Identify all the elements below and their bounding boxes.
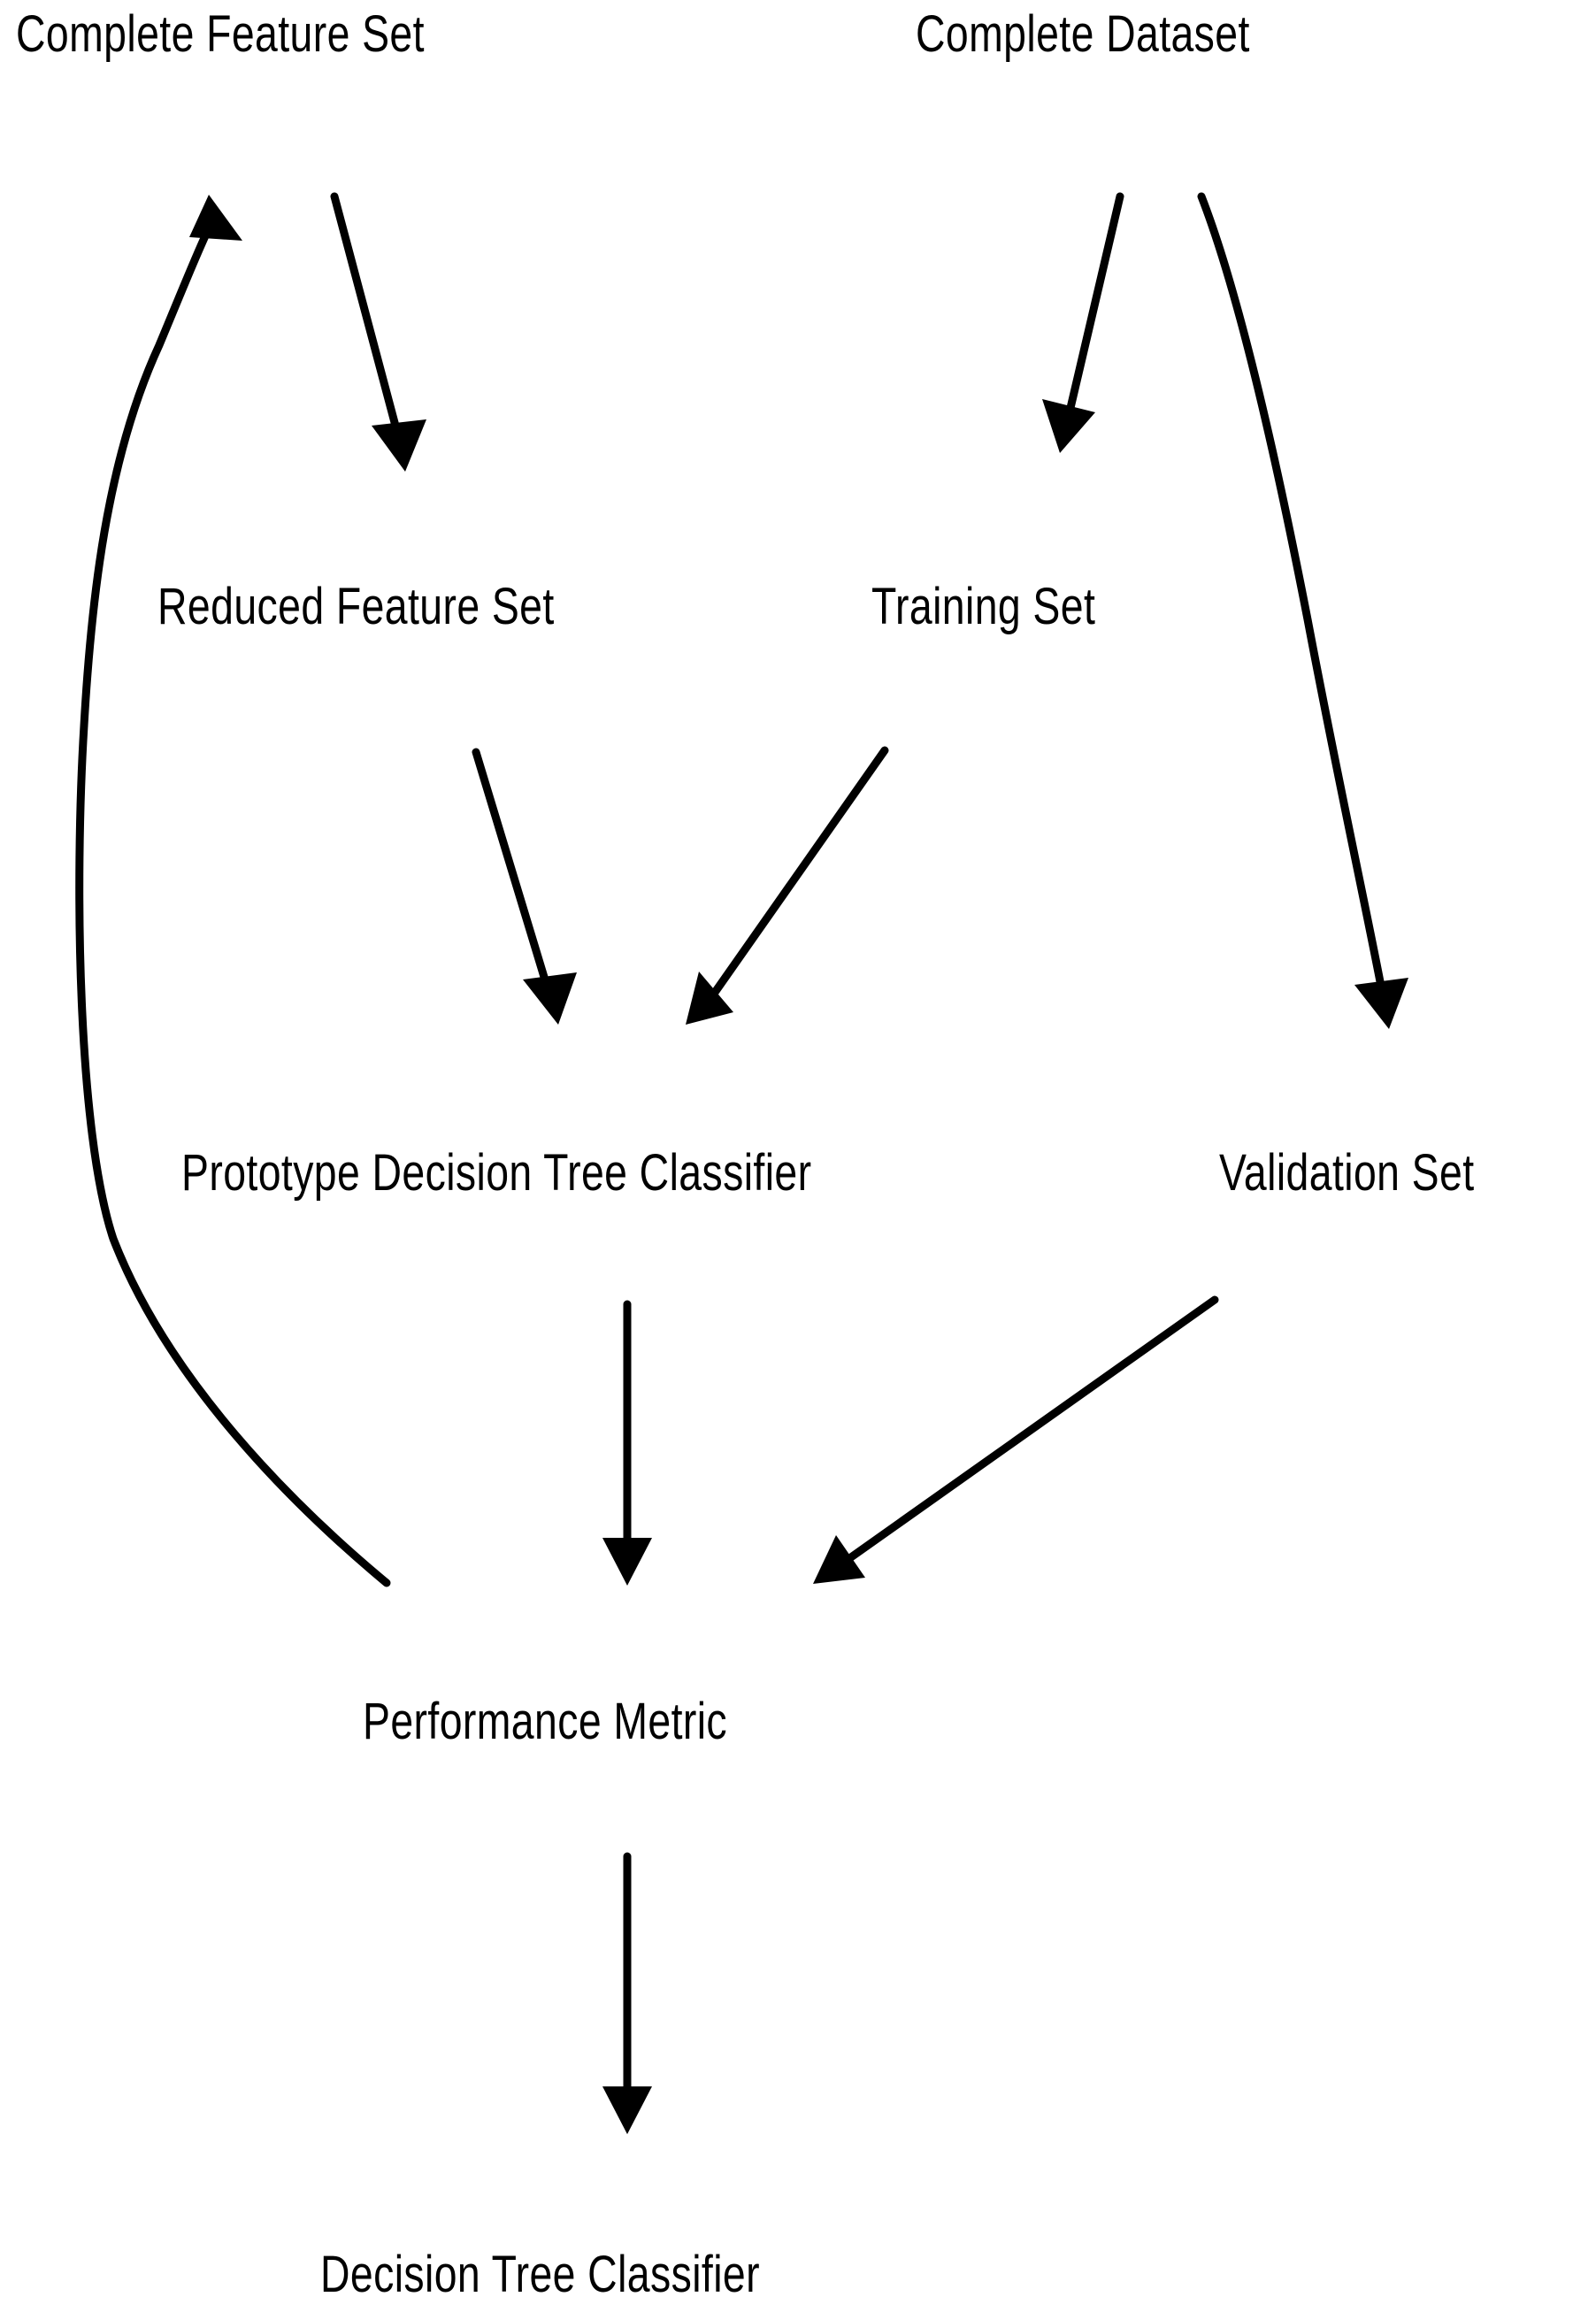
edge-prototype-classifier-to-performance-metric [602,1300,652,1586]
edge-reduced-feature-set-to-prototype-classifier [472,748,577,1025]
node-complete-dataset: Complete Dataset [916,5,1250,63]
node-training-set: Training Set [871,578,1096,635]
edge-complete-feature-set-to-reduced-feature-set [330,192,426,472]
edge-performance-metric-to-decision-tree-classifier [602,1852,652,2134]
node-reduced-feature-set: Reduced Feature Set [157,578,555,635]
edge-validation-set-to-performance-metric [813,1295,1219,1584]
node-performance-metric: Performance Metric [363,1693,728,1750]
edge-complete-dataset-to-training-set [1042,192,1124,453]
node-decision-tree-classifier: Decision Tree Classifier [320,2246,760,2303]
node-validation-set: Validation Set [1219,1144,1475,1202]
edge-performance-to-complete-feature-set [75,195,391,1587]
node-prototype-decision-tree-classifier: Prototype Decision Tree Classifier [181,1144,812,1202]
edge-training-set-to-prototype-classifier [686,746,889,1025]
edge-complete-dataset-to-validation-set [1197,192,1408,1029]
node-complete-feature-set: Complete Feature Set [16,5,425,63]
